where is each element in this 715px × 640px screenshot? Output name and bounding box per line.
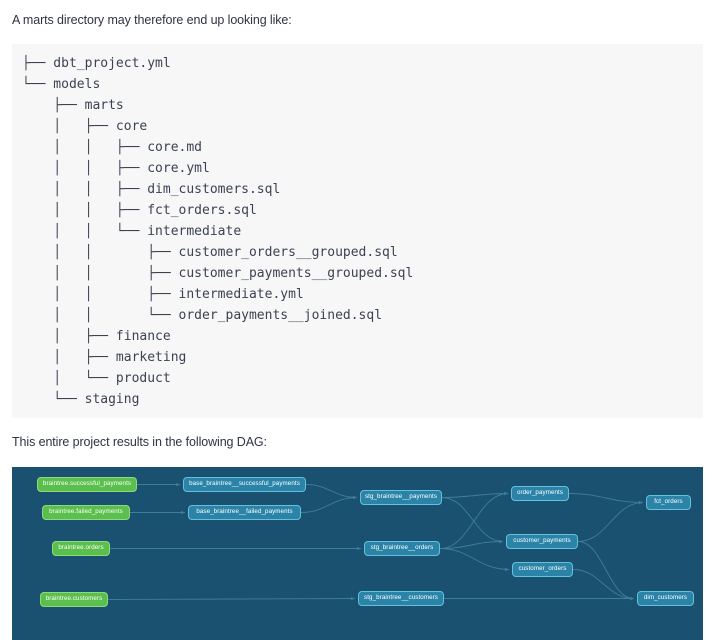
intro-paragraph-marts: A marts directory may therefore end up l… bbox=[12, 13, 292, 27]
dag-node-label: stg_braintree__payments bbox=[364, 493, 438, 501]
dag-node-label: customer_payments bbox=[513, 537, 571, 545]
dag-node-label: braintree.customers bbox=[45, 595, 103, 603]
dag-edge-stg_braintree_orders-to-order_payments bbox=[439, 491, 509, 549]
dag-edge-order_payments-to-fct_orders bbox=[568, 493, 644, 505]
dag-node-label: stg_braintree__customers bbox=[364, 594, 438, 602]
dag-diagram: braintree.successful_payments braintree.f… bbox=[12, 467, 703, 640]
dag-edge-base_braintree_failed_payments-to-stg_braintree_payments bbox=[300, 495, 358, 513]
dag-node-fct_orders[interactable]: fct_orders bbox=[646, 495, 691, 510]
dag-edge-layer bbox=[107, 482, 644, 601]
dag-node-dim_customers[interactable]: dim_customers bbox=[637, 591, 694, 606]
dag-edge-customer_orders-to-dim_customers bbox=[572, 569, 635, 601]
dag-node-base_braintree_failed_payments[interactable]: base_braintree__failed_payments bbox=[188, 505, 301, 520]
dag-edge-base_braintree_successful_payments-to-stg_braintree_payments bbox=[305, 484, 358, 500]
dag-edge-stg_braintree_payments-to-order_payments bbox=[441, 491, 509, 498]
dag-edge-braintree_customers-to-stg_braintree_customers bbox=[107, 596, 356, 601]
directory-tree-text: ├── dbt_project.yml └── models ├── marts… bbox=[22, 56, 414, 407]
dag-edge-stg_braintree_payments-to-customer_payments bbox=[441, 497, 504, 544]
dag-node-label: braintree.orders bbox=[58, 544, 104, 552]
intro-paragraph-dag: This entire project results in the follo… bbox=[12, 435, 267, 449]
dag-node-label: braintree.failed_payments bbox=[49, 508, 123, 516]
dag-edge-customer_payments-to-dim_customers bbox=[577, 541, 635, 601]
dag-node-customer_payments[interactable]: customer_payments bbox=[506, 534, 578, 549]
dag-edge-customer_payments-to-fct_orders bbox=[577, 500, 644, 542]
dag-node-label: dim_customers bbox=[643, 594, 688, 602]
dag-node-braintree_failed_payments[interactable]: braintree.failed_payments bbox=[42, 505, 130, 520]
dag-node-order_payments[interactable]: order_payments bbox=[511, 486, 569, 501]
dag-node-braintree_customers[interactable]: braintree.customers bbox=[40, 592, 108, 607]
dag-node-label: base_braintree__successful_payments bbox=[189, 480, 300, 488]
dag-node-stg_braintree_payments[interactable]: stg_braintree__payments bbox=[360, 490, 442, 505]
dag-node-braintree_orders[interactable]: braintree.orders bbox=[52, 541, 110, 556]
dag-node-label: stg_braintree__orders bbox=[370, 544, 434, 552]
dag-node-braintree_successful_payments[interactable]: braintree.successful_payments bbox=[37, 477, 137, 492]
directory-tree-code-block: ├── dbt_project.yml └── models ├── marts… bbox=[12, 44, 703, 418]
dag-node-stg_braintree_customers[interactable]: stg_braintree__customers bbox=[358, 591, 444, 606]
dag-node-label: base_braintree__failed_payments bbox=[196, 508, 293, 516]
dag-node-label: braintree.successful_payments bbox=[42, 480, 132, 488]
dag-node-label: order_payments bbox=[516, 489, 564, 497]
dag-node-label: customer_orders bbox=[518, 565, 567, 573]
dag-node-label: fct_orders bbox=[654, 498, 683, 506]
dag-edge-stg_braintree_orders-to-customer_orders bbox=[439, 548, 510, 572]
dag-node-base_braintree_successful_payments[interactable]: base_braintree__successful_payments bbox=[183, 477, 306, 492]
dag-node-customer_orders[interactable]: customer_orders bbox=[512, 562, 573, 577]
dag-edge-stg_braintree_orders-to-customer_payments bbox=[439, 539, 504, 549]
dag-node-stg_braintree_orders[interactable]: stg_braintree__orders bbox=[364, 541, 440, 556]
